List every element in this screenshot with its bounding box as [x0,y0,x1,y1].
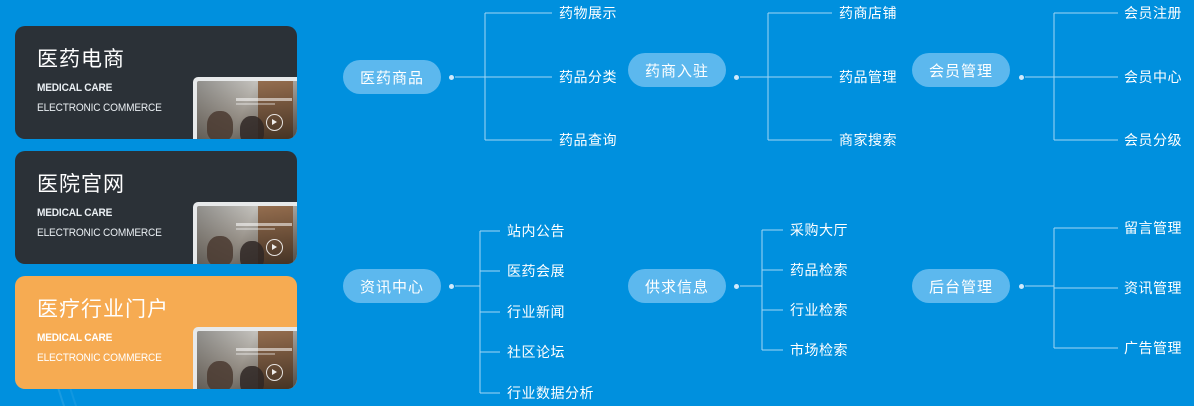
thumbnail-person-right [239,240,264,264]
card-subtitle-secondary: ELECTRONIC COMMERCE [37,227,162,239]
mindmap-leaf-industry-search[interactable]: 行业检索 [790,302,848,318]
card-subtitle-primary: MEDICAL CARE [37,207,113,219]
card-device-thumbnail [193,327,297,389]
thumbnail-caption-line-2 [235,102,275,105]
play-icon [265,114,283,132]
thumbnail-caption-line [235,222,292,226]
card-subtitle-secondary: ELECTRONIC COMMERCE [37,352,162,364]
play-icon [265,364,283,382]
thumbnail-caption-line [235,97,292,101]
card-subtitle-primary: MEDICAL CARE [37,332,113,344]
product-card-list: 医药电商 MEDICAL CARE ELECTRONIC COMMERCE 医院… [15,26,297,401]
card-subtitle-primary: MEDICAL CARE [37,82,113,94]
mindmap-node-supply-demand[interactable]: 供求信息 [628,269,726,303]
product-card-medical-ecommerce[interactable]: 医药电商 MEDICAL CARE ELECTRONIC COMMERCE [15,26,297,139]
mindmap-node-member-management[interactable]: 会员管理 [912,53,1010,87]
node-connector-dot [1019,283,1024,289]
card-device-thumbnail [193,77,297,139]
mindmap-leaf-purchase-hall[interactable]: 采购大厅 [790,222,848,238]
thumbnail-caption-line [235,347,292,351]
mindmap-leaf-drug-query[interactable]: 药品查询 [559,132,617,148]
node-label: 供求信息 [644,278,709,296]
node-label: 后台管理 [928,278,993,296]
mindmap-node-news-center[interactable]: 资讯中心 [343,269,441,303]
node-label: 会员管理 [928,62,993,80]
mindmap-node-medicine-goods[interactable]: 医药商品 [343,60,441,94]
mindmap-leaf-industry-data-analysis[interactable]: 行业数据分析 [507,385,594,401]
play-icon [265,239,283,257]
thumbnail-person-right [239,365,264,389]
mindmap-leaf-merchant-search[interactable]: 商家搜索 [839,132,897,148]
mindmap-leaf-news-management[interactable]: 资讯管理 [1124,280,1182,296]
node-connector-dot [449,74,454,80]
mindmap-leaf-message-management[interactable]: 留言管理 [1124,220,1182,236]
thumbnail-image [197,206,297,264]
mindmap-leaf-ad-management[interactable]: 广告管理 [1124,340,1182,356]
card-title: 医药电商 [37,48,125,71]
node-connector-dot [734,74,739,80]
mindmap-leaf-member-grade[interactable]: 会员分级 [1124,132,1182,148]
thumbnail-person-left [207,236,234,264]
node-connector-dot [734,283,739,289]
mindmap-node-backend-management[interactable]: 后台管理 [912,269,1010,303]
card-device-thumbnail [193,202,297,264]
mindmap-node-pharma-onboarding[interactable]: 药商入驻 [628,53,726,87]
node-label: 医药商品 [359,69,424,87]
mindmap-leaf-community-forum[interactable]: 社区论坛 [507,344,565,360]
card-title: 医院官网 [37,173,125,196]
mindmap-leaf-drug-search[interactable]: 药品检索 [790,262,848,278]
product-card-industry-portal[interactable]: 医疗行业门户 MEDICAL CARE ELECTRONIC COMMERCE [15,276,297,389]
thumbnail-image [197,81,297,139]
thumbnail-caption-line-2 [235,227,275,230]
node-label: 资讯中心 [359,278,424,296]
thumbnail-caption-line-2 [235,352,275,355]
node-connector-dot [449,283,454,289]
mindmap-leaf-member-register[interactable]: 会员注册 [1124,5,1182,21]
product-card-hospital-website[interactable]: 医院官网 MEDICAL CARE ELECTRONIC COMMERCE [15,151,297,264]
mindmap-leaf-site-notice[interactable]: 站内公告 [507,223,565,239]
mindmap-leaf-drug-display[interactable]: 药物展示 [559,5,617,21]
mindmap-leaf-market-search[interactable]: 市场检索 [790,342,848,358]
card-title: 医疗行业门户 [37,298,169,321]
card-subtitle-secondary: ELECTRONIC COMMERCE [37,102,162,114]
thumbnail-person-right [239,115,264,139]
thumbnail-person-left [207,361,234,389]
mindmap-leaf-drug-manage[interactable]: 药品管理 [839,69,897,85]
thumbnail-person-left [207,111,234,139]
mindmap-leaf-industry-news[interactable]: 行业新闻 [507,304,565,320]
node-label: 药商入驻 [644,62,709,80]
mindmap-leaf-medical-expo[interactable]: 医药会展 [507,263,565,279]
node-connector-dot [1019,74,1024,80]
mindmap-leaf-member-center[interactable]: 会员中心 [1124,69,1182,85]
mindmap-leaf-pharma-store[interactable]: 药商店铺 [839,5,897,21]
thumbnail-image [197,331,297,389]
mindmap-leaf-drug-category[interactable]: 药品分类 [559,69,617,85]
